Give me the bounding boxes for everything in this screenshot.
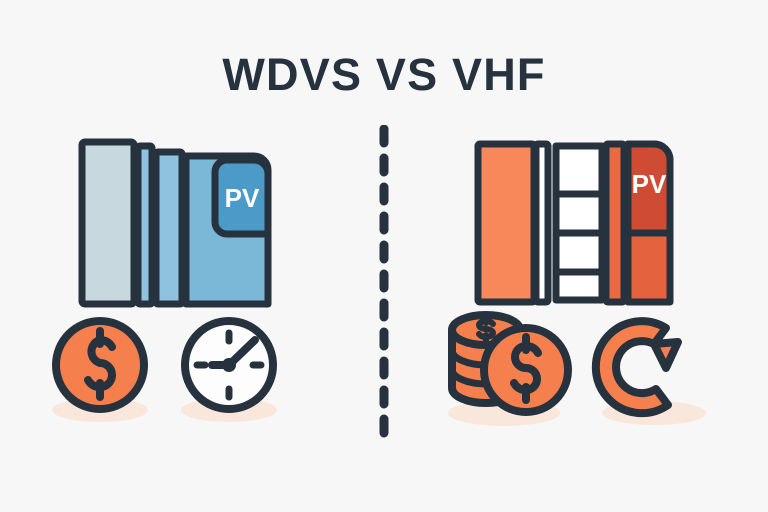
batten-layer xyxy=(602,140,628,306)
insulation-layer xyxy=(152,148,186,308)
dashed-divider xyxy=(379,125,389,445)
panel-wdvs: PV xyxy=(22,120,352,450)
vhf-illustration: PV xyxy=(448,140,706,426)
panel-vhf: PV xyxy=(416,120,746,450)
air-gap-layer xyxy=(532,140,552,306)
coin-dollar-icon xyxy=(52,317,148,413)
pv-panel-label: PV xyxy=(225,183,260,213)
pv-panel: PV xyxy=(211,156,272,238)
cladding-layer xyxy=(474,140,538,306)
refresh-arrowhead xyxy=(650,338,682,372)
page-title: WDVS VS VHF xyxy=(222,49,546,100)
coin-stack-icon xyxy=(448,311,572,416)
clock-center-pin xyxy=(222,358,236,372)
refresh-cycle-icon xyxy=(591,317,682,418)
substructure-layer xyxy=(552,142,606,304)
render-layer xyxy=(78,138,138,308)
pv-panel: PV xyxy=(624,140,674,237)
wdvs-illustration: PV xyxy=(52,138,277,422)
adhesive-layer xyxy=(134,142,156,308)
layered-wall-diagram: PV xyxy=(78,138,272,308)
coin-stack-dollar-glyph xyxy=(476,313,496,345)
refresh-ring xyxy=(591,317,672,418)
pv-panel-label: PV xyxy=(632,169,667,199)
clock-icon xyxy=(181,317,277,413)
coin-front xyxy=(480,324,572,416)
ventilated-facade-diagram: PV xyxy=(474,140,674,306)
